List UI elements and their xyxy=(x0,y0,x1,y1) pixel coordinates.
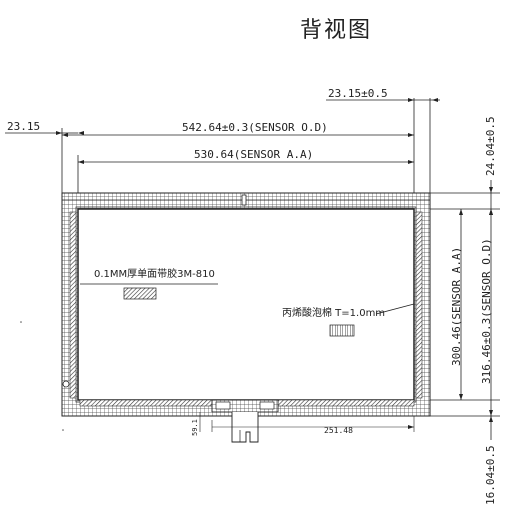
tape-legend-swatch xyxy=(123,287,157,300)
dim-bottom-offset-text: 16.04±0.5 xyxy=(484,445,497,505)
fpc-tail xyxy=(211,399,279,443)
dim-sensor-od-width: 542.64±0.3(SENSOR O.D) xyxy=(62,121,414,137)
dim-bottom-offset: 16.04±0.5 xyxy=(484,416,497,505)
dim-sensor-aa-height: 300.46(SENSOR A.A) xyxy=(450,209,463,400)
dim-sensor-od-height: 316.46±0.3(SENSOR O.D) xyxy=(480,209,493,416)
dim-right-top-offset: 24.04±0.5 xyxy=(484,116,497,215)
dim-top-right-offset-text: 23.15±0.5 xyxy=(328,87,388,100)
dim-top-right-offset: 23.15±0.5 xyxy=(326,87,440,102)
sensor-panel xyxy=(61,192,431,417)
dim-fpc-offset-text: 251.48 xyxy=(324,426,353,435)
dim-sensor-od-height-text: 316.46±0.3(SENSOR O.D) xyxy=(480,238,493,384)
dim-fpc: 251.48 59.1 xyxy=(191,412,415,436)
page-title: 背视图 xyxy=(300,18,373,43)
foam-callout: 丙烯酸泡棉 T=1.0mm xyxy=(282,303,415,337)
foam-label: 丙烯酸泡棉 T=1.0mm xyxy=(282,306,385,319)
foam-legend-swatch xyxy=(329,324,355,337)
tape-label: 0.1MM厚单面带胶3M-810 xyxy=(94,267,215,280)
dim-fpc-small-text: 59.1 xyxy=(191,419,199,436)
dim-sensor-aa-height-text: 300.46(SENSOR A.A) xyxy=(450,247,463,366)
dim-left-offset-text: 23.15 xyxy=(7,120,40,133)
dim-sensor-aa-width: 530.64(SENSOR A.A) xyxy=(78,148,414,164)
dim-sensor-aa-width-text: 530.64(SENSOR A.A) xyxy=(194,148,313,161)
dim-sensor-od-width-text: 542.64±0.3(SENSOR O.D) xyxy=(182,121,328,134)
dim-right-top-offset-text: 24.04±0.5 xyxy=(484,116,497,176)
tape-callout: 0.1MM厚单面带胶3M-810 xyxy=(80,267,218,300)
dim-left-offset: 23.15 xyxy=(5,120,84,135)
